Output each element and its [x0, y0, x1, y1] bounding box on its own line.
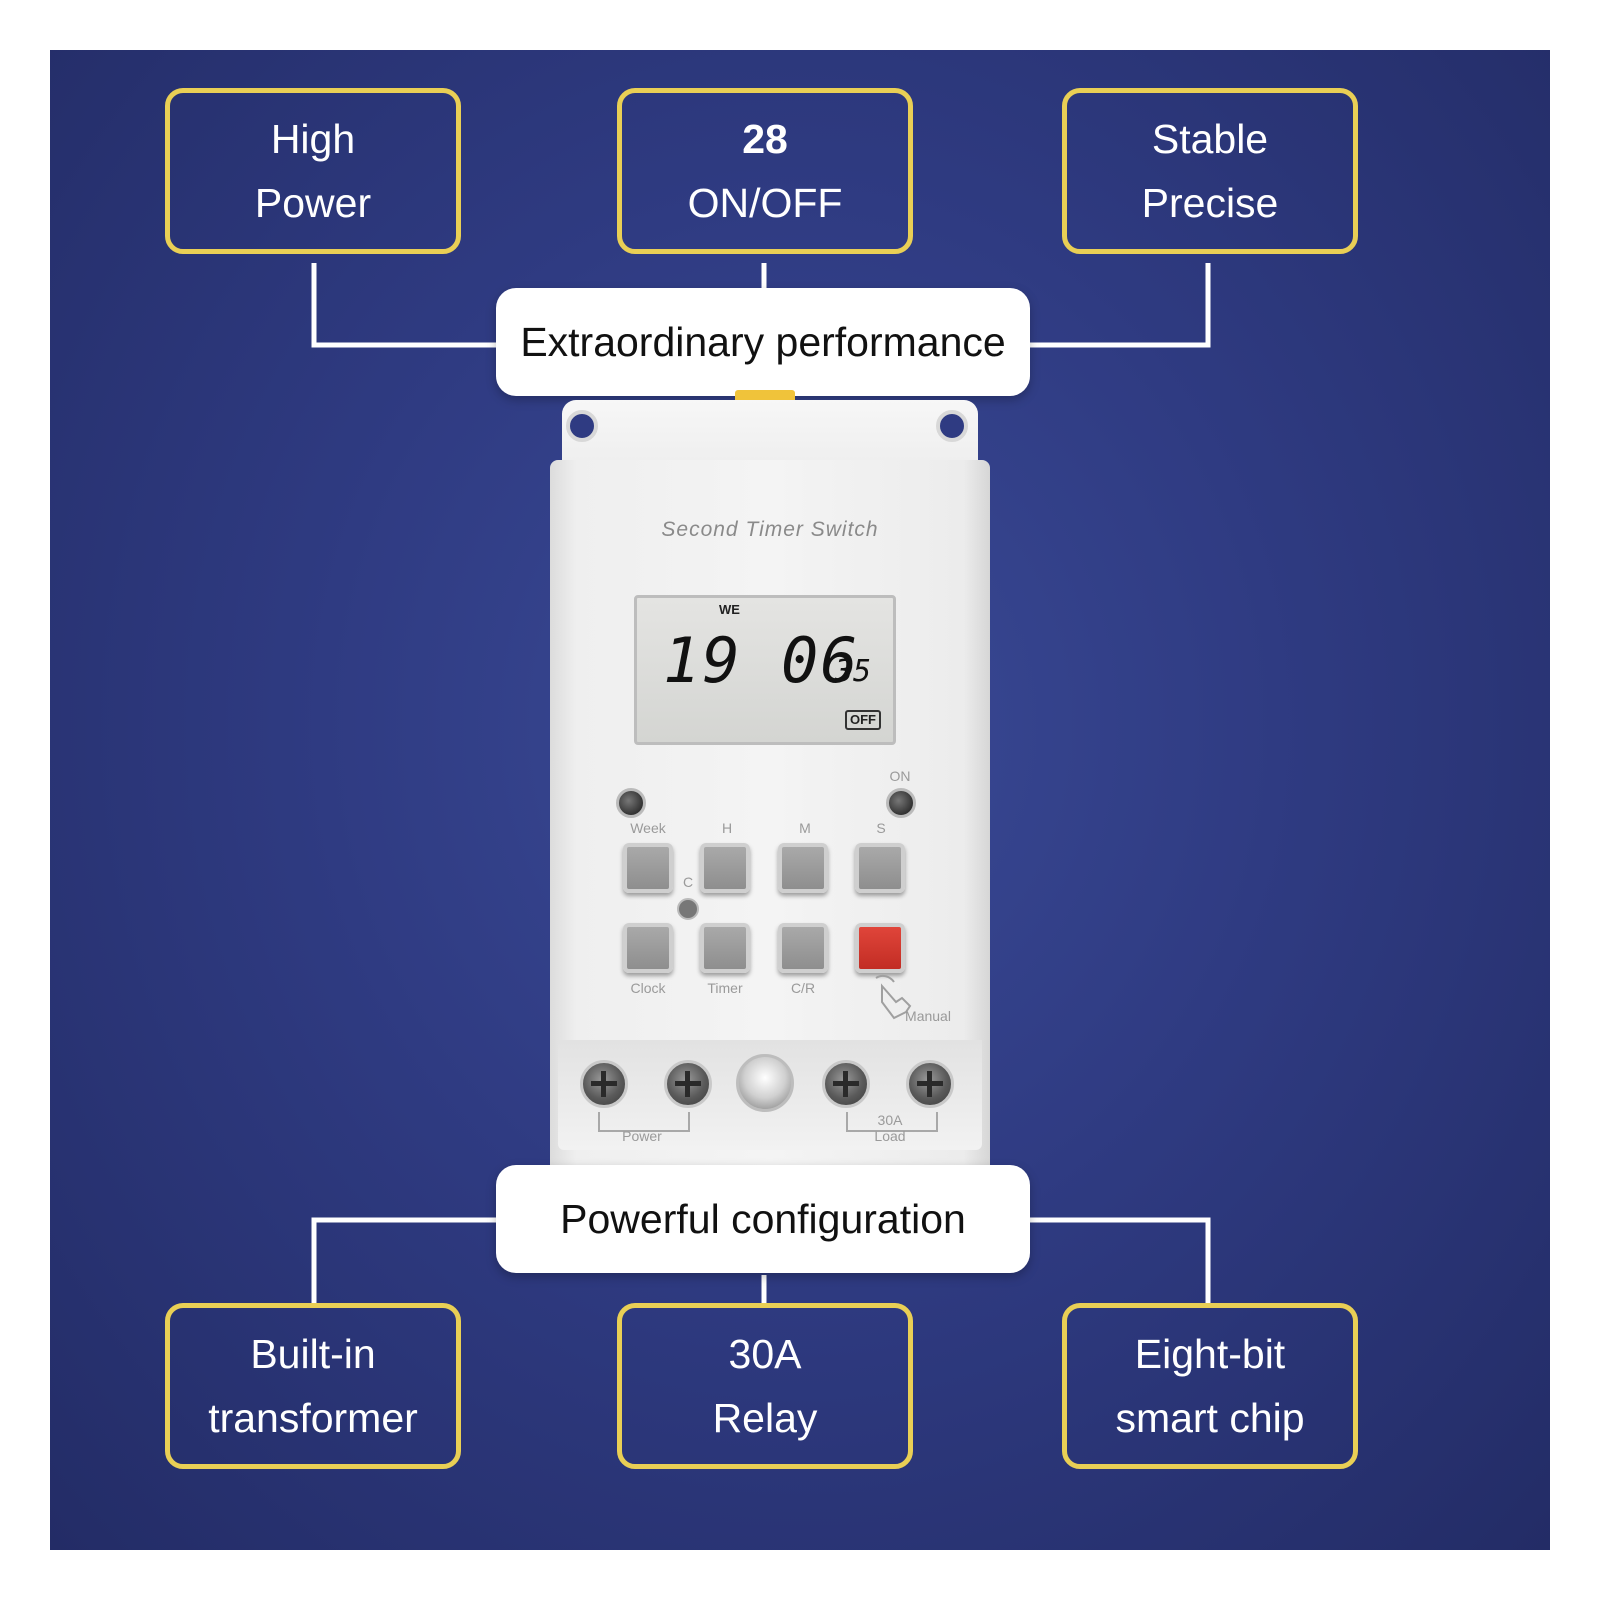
power-bracket: [598, 1112, 690, 1132]
key-label-cr: C/R: [790, 980, 816, 996]
key-label-week: Week: [630, 820, 666, 836]
hour-key[interactable]: [700, 843, 750, 893]
lcd-time: 19 06: [663, 624, 860, 697]
manual-label: Manual: [905, 1008, 951, 1024]
minute-key[interactable]: [778, 843, 828, 893]
feature-eight-bit-chip: Eight-bit smart chip: [1062, 1303, 1358, 1469]
clock-key[interactable]: [623, 923, 673, 973]
feature-line: 30A: [728, 1331, 802, 1377]
power-led: [616, 788, 646, 818]
load-label: Load: [874, 1128, 906, 1144]
timer-key[interactable]: [700, 923, 750, 973]
device-brand: Second Timer Switch: [661, 518, 879, 541]
feature-line: 28: [742, 116, 788, 162]
power-terminal-screw: [664, 1060, 712, 1108]
reset-button[interactable]: [677, 898, 699, 920]
connector-bottom-right: [1030, 1217, 1211, 1303]
week-key[interactable]: [623, 843, 673, 893]
reset-label: C: [682, 874, 694, 890]
feature-line: Built-in: [250, 1331, 376, 1377]
feature-line: Power: [254, 180, 372, 226]
key-label-timer: Timer: [707, 980, 743, 996]
power-label: Power: [622, 1128, 662, 1144]
infographic-background: High Power 28 ON/OFF Stable Precise Extr…: [50, 50, 1550, 1550]
feature-line: High: [270, 116, 356, 162]
connector-lines: [311, 263, 1211, 1303]
feature-high-power: High Power: [165, 88, 461, 254]
lcd-seconds: 35: [835, 654, 872, 689]
feature-line: smart chip: [1115, 1395, 1305, 1441]
feature-30a-relay: 30A Relay: [617, 1303, 913, 1469]
connector-bottom-left: [311, 1217, 500, 1303]
key-label-s: S: [876, 820, 886, 836]
feature-stable-precise: Stable Precise: [1062, 88, 1358, 254]
top-pill-label: Extraordinary performance: [496, 288, 1030, 396]
feature-on-off-count: 28 ON/OFF: [617, 88, 913, 254]
load-amps-label: 30A: [877, 1112, 903, 1128]
load-bracket: [846, 1112, 938, 1132]
lcd-display: WE 19 06 35 OFF: [634, 595, 896, 745]
connector-top-right: [1030, 263, 1211, 348]
connector-top-left: [311, 263, 500, 348]
feature-line: transformer: [208, 1395, 418, 1441]
load-terminal-screw: [822, 1060, 870, 1108]
on-led: [886, 788, 916, 818]
key-label-h: H: [721, 820, 733, 836]
power-terminal-screw: [580, 1060, 628, 1108]
mount-hole-right: [936, 410, 968, 442]
load-terminal-screw: [906, 1060, 954, 1108]
feature-line: ON/OFF: [687, 180, 843, 226]
feature-line: Relay: [712, 1395, 818, 1441]
key-label-clock: Clock: [630, 980, 666, 996]
cancel-recall-key[interactable]: [778, 923, 828, 973]
timer-switch-device: Second Timer Switch WE 19 06 35 OFF ON W…: [550, 390, 990, 1220]
feature-built-in-transformer: Built-in transformer: [165, 1303, 461, 1469]
hand-pointer-icon: [875, 974, 912, 1020]
terminal-center-hole: [736, 1054, 794, 1112]
feature-line: Stable: [1151, 116, 1269, 162]
manual-button[interactable]: [855, 923, 905, 973]
on-indicator-label: ON: [889, 768, 911, 784]
mount-hole-left: [566, 410, 598, 442]
lcd-day: WE: [719, 602, 740, 617]
lcd-state: OFF: [845, 710, 881, 730]
feature-line: Precise: [1141, 180, 1279, 226]
key-label-m: M: [799, 820, 811, 836]
feature-line: Eight-bit: [1134, 1331, 1286, 1377]
bottom-pill-label: Powerful configuration: [496, 1165, 1030, 1273]
second-key[interactable]: [855, 843, 905, 893]
